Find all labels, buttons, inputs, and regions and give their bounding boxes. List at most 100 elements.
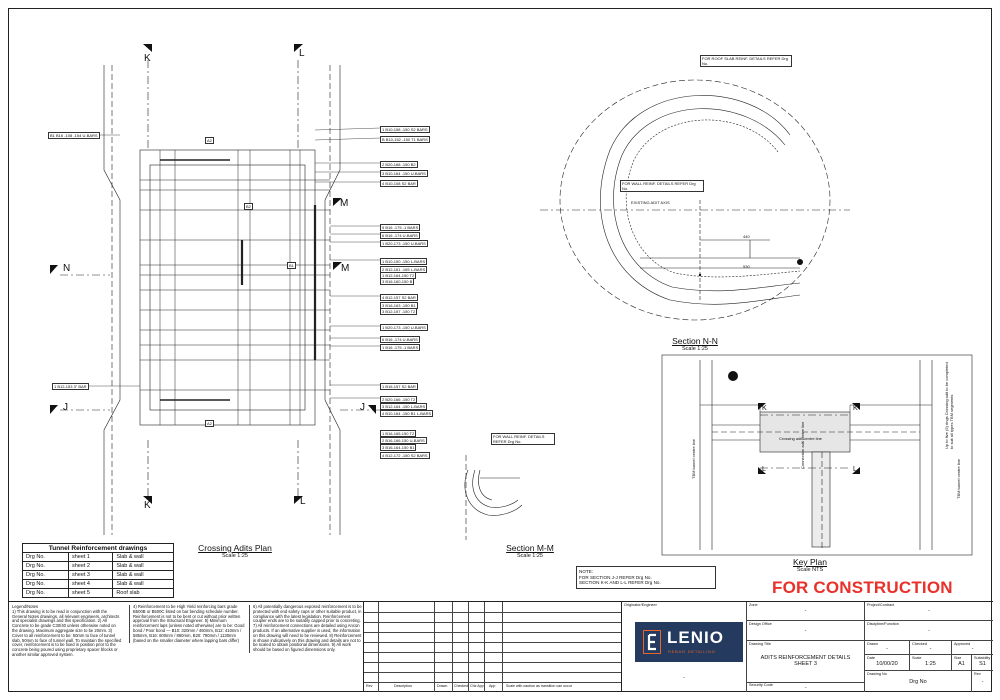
sheet-cell: sheet 5: [67, 588, 114, 598]
rebar-label: 4 B10-164 -150 B1 L-BARS: [380, 410, 434, 417]
app-col: App: [489, 684, 496, 688]
key-l-right: L: [853, 466, 857, 473]
zone-label: Zone: [749, 603, 758, 607]
project-label: Project/Contract: [867, 603, 895, 607]
lenio-mark-icon: [643, 630, 661, 654]
approved-value: -: [971, 646, 974, 652]
drg-cell: Drg No.: [22, 561, 69, 571]
drawing-title-cell: Drawing Title ADITS REINFORCEMENT DETAIL…: [746, 640, 864, 682]
desc-col: Description: [394, 684, 412, 688]
for-construction-stamp: FOR CONSTRUCTION: [772, 578, 953, 597]
rebar-label: 3 B10-164 -150 U-BARS: [380, 170, 428, 177]
plan-tag: B2: [244, 203, 253, 210]
section-n-left: N: [63, 263, 71, 274]
drawing-title-value: ADITS REINFORCEMENT DETAILS SHEET 3: [760, 655, 851, 667]
drawing-no-label: Drawing No: [867, 672, 887, 676]
rebar-label: 3 B12-157 -150 T2: [380, 308, 418, 315]
n-scale: Scale 1:25: [682, 346, 708, 352]
rebar-label: 1 B10-158 -150 S2 BARS: [380, 126, 430, 133]
checked-cell: Checked-: [909, 640, 951, 654]
section-note: NOTE: FOR SECTION J-J REFER Drg No. SECT…: [576, 566, 716, 589]
legend-col-2: 4) Reinforcement to be High Yield reinfo…: [129, 604, 248, 644]
drg-cell: Drg No.: [22, 552, 69, 562]
legend-text-1: 1) This drawing is to be read in conjunc…: [12, 608, 122, 657]
scale-value: 1:25: [925, 661, 936, 667]
section-j-left: J: [63, 402, 68, 413]
logo-name: LENIO: [667, 628, 724, 647]
rebar-label: 1 B10-150 -150 L-BARS: [380, 258, 428, 265]
checked-label: Checked: [912, 642, 927, 646]
originator-label: Originator/Engineer: [624, 603, 657, 607]
drawn-value: -: [886, 646, 888, 652]
size-value: A1: [958, 661, 965, 667]
security-label: Security Code: [749, 683, 773, 687]
plan-tag: A2: [205, 137, 214, 144]
section-m-top: M: [340, 198, 349, 209]
note-line-2: SECTION K-K AND L-L REFER Drg No.: [579, 580, 661, 586]
discipline-value: -: [928, 628, 930, 634]
drawn-label: Drawn: [867, 642, 878, 646]
originator-cell: Originator/Engineer -: [622, 602, 746, 692]
legend-text-2: 4) Reinforcement to be High Yield reinfo…: [133, 604, 245, 643]
plan-bar-label-left-2: 1 B12-153 3" BAR: [52, 383, 89, 390]
type-cell: Slab & wall: [112, 552, 174, 562]
key-connection-centre: Connection adit centre line: [800, 421, 805, 469]
title-block: Originator/Engineer - Zone - Project/Con…: [621, 601, 993, 692]
security-value: -: [805, 685, 807, 691]
scale-caution-note: Scale with caution as transition can occ…: [506, 684, 572, 688]
legend-notes: Legend/Notes 1) This drawing is to be re…: [9, 601, 363, 692]
rebar-label: 1 B16-157 S2 BAR: [380, 383, 418, 390]
rev-value: -: [981, 679, 984, 685]
project-value: -: [928, 608, 930, 614]
legend-text-3: 6) All potentially dangerous exposed rei…: [253, 604, 362, 653]
rebar-label: 1 B20-173 -150 U-BARS: [380, 240, 428, 247]
rebar-label: 4 B12-172 -150 S2 BARS: [380, 452, 430, 459]
drawing-no-value: Drg No: [909, 679, 927, 685]
discipline-label: Discipline/Function: [867, 622, 899, 626]
drawn-cell: Drawn -: [864, 640, 909, 654]
design-office-cell: Design Office -: [746, 620, 864, 640]
drg-cell: Drg No.: [22, 579, 69, 589]
checked-value: -: [929, 646, 932, 652]
rebar-label: 2 B20-168 -150 B2: [380, 161, 418, 168]
rebar-label: 6 B16 -174 U-BARS: [380, 336, 420, 343]
m-scale: Scale 1:25: [517, 553, 543, 559]
revision-block: Rev Description Drawn Checked Chk App Ap…: [363, 601, 622, 692]
discipline-cell: Discipline/Function -: [864, 620, 993, 640]
design-office-value: -: [804, 628, 807, 634]
m-title-block: Section M-M Scale 1:25: [480, 543, 580, 559]
key-crossing-centre: Crossing adit centre line: [779, 436, 822, 441]
key-tbm-left: TBM tunnel centre line: [691, 438, 696, 479]
type-cell: Slab & wall: [112, 570, 174, 580]
rebar-label: 1 B16 -175 -1 BARS: [380, 344, 421, 351]
rebar-label: 3 B12-164 -150 L-BARS: [380, 403, 428, 410]
rebar-label: 3 B16-164-150 B1: [380, 444, 417, 451]
rebar-label: 5 B16 -175 -1 BARS: [380, 224, 421, 231]
key-l-left: L: [762, 466, 766, 473]
n-dim-440: 440: [743, 234, 750, 239]
type-cell: Slab & wall: [112, 579, 174, 589]
n-existing-axis: EXISTING ADIT AXIS: [631, 200, 670, 205]
note-line-1: FOR SECTION J-J REFER Drg No.: [579, 574, 652, 580]
chk-app-col: Chk App: [470, 684, 484, 688]
rebar-label: 4 B10-108 S2 BAR: [380, 180, 418, 187]
plan-scale: Scale 1:25: [222, 553, 248, 559]
key-k-left: K: [762, 405, 767, 412]
zone-value: -: [804, 608, 807, 614]
plan-tag: B1: [287, 262, 296, 269]
rebar-label: 3 B16-160-150 B: [380, 278, 415, 285]
type-cell: Roof slab: [112, 588, 174, 598]
drawing-title-label: Drawing Title: [749, 642, 771, 646]
rev-label: Rev: [974, 672, 981, 676]
plan-bar-label-left: B1 B16 -108 -154 U-BARS: [48, 132, 100, 139]
m-detail-note: FOR WALL REINF. DETAILS REFER Drg No.: [491, 433, 555, 445]
drawing-no-cell: Drawing No Drg No: [864, 670, 971, 692]
table-header: Tunnel Reinforcement drawings: [22, 543, 174, 553]
project-cell: Project/Contract -: [864, 602, 993, 620]
section-k-top: K: [144, 53, 151, 64]
rebar-label: 1 B20-173 -150 U-BARS: [380, 324, 428, 331]
